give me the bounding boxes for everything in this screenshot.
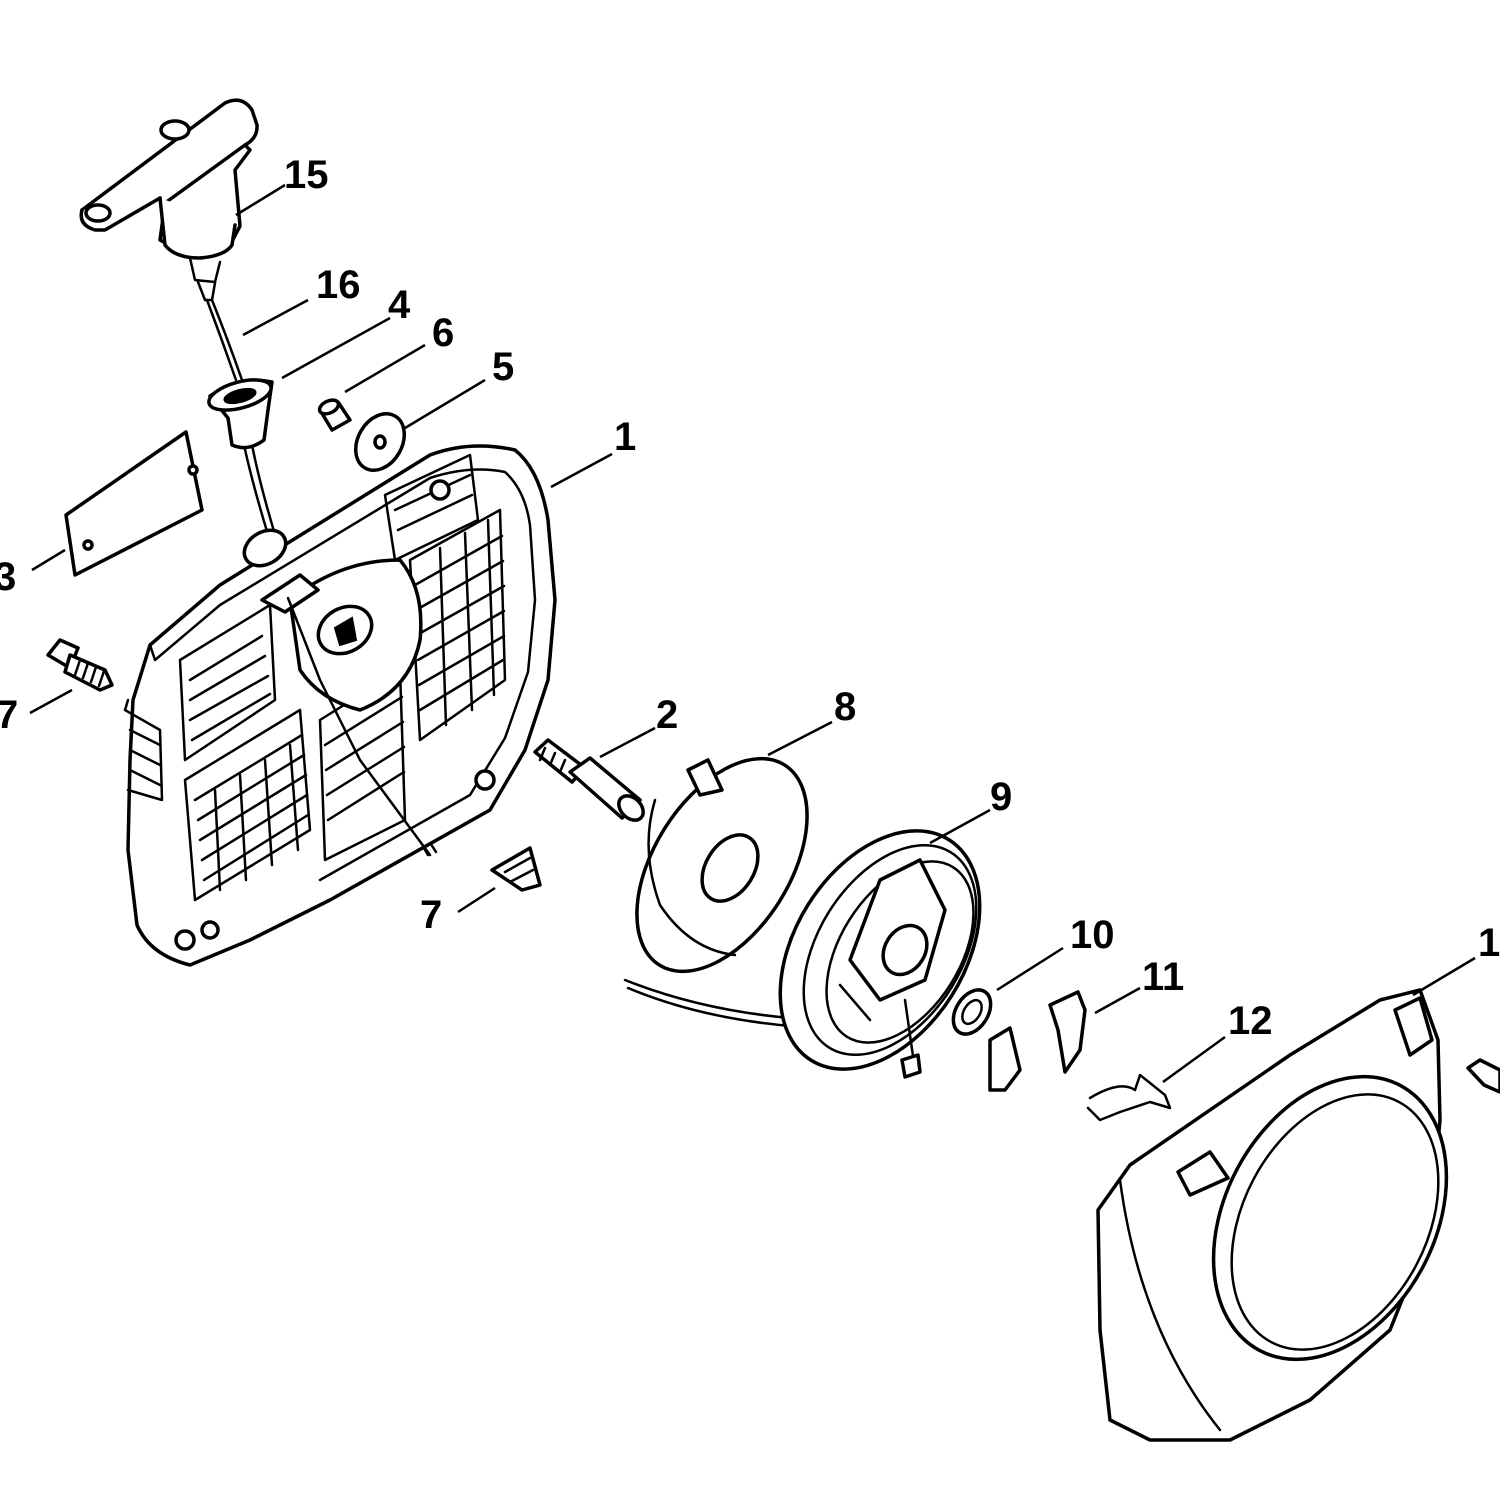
rope-guide-bushing-part (207, 378, 274, 450)
callout-10: 10 (1070, 913, 1115, 957)
callout-3: 3 (0, 555, 16, 599)
callout-9: 9 (990, 775, 1012, 819)
callout-2: 2 (656, 693, 678, 737)
callout-8: 8 (834, 685, 856, 729)
callout-1: 1 (614, 415, 636, 459)
spring-clip-part (1086, 1073, 1172, 1122)
callout-6: 6 (432, 311, 454, 355)
callout-12: 12 (1228, 999, 1273, 1043)
washer-part (354, 412, 406, 472)
callout-labels: 15 16 4 6 5 1 3 7 7 2 8 9 10 11 12 1 (0, 153, 1500, 1043)
callout-11: 11 (1142, 955, 1184, 999)
nut-part (490, 846, 542, 892)
spring-washer-part (951, 988, 993, 1036)
callout-5: 5 (492, 345, 514, 389)
bearing-bolt-part (533, 738, 645, 822)
fan-cover-part (1096, 988, 1449, 1442)
sleeve-part (317, 398, 352, 432)
plate-part (64, 430, 204, 577)
callout-16: 16 (316, 263, 361, 307)
rope-rotor-part (778, 829, 982, 1079)
callout-7-left: 7 (0, 693, 18, 737)
screw-part (46, 638, 114, 692)
fan-housing-part (123, 444, 557, 967)
callout-13: 1 (1478, 921, 1500, 965)
starter-grip-part (79, 98, 259, 302)
callout-15: 15 (284, 153, 329, 197)
cover-screw-part (1466, 1058, 1500, 1094)
callout-7-middle: 7 (420, 893, 442, 937)
pawl-part (988, 990, 1087, 1092)
spring-cover-part (623, 756, 809, 1028)
callout-4: 4 (388, 283, 411, 327)
leader-lines (29, 183, 1476, 1084)
